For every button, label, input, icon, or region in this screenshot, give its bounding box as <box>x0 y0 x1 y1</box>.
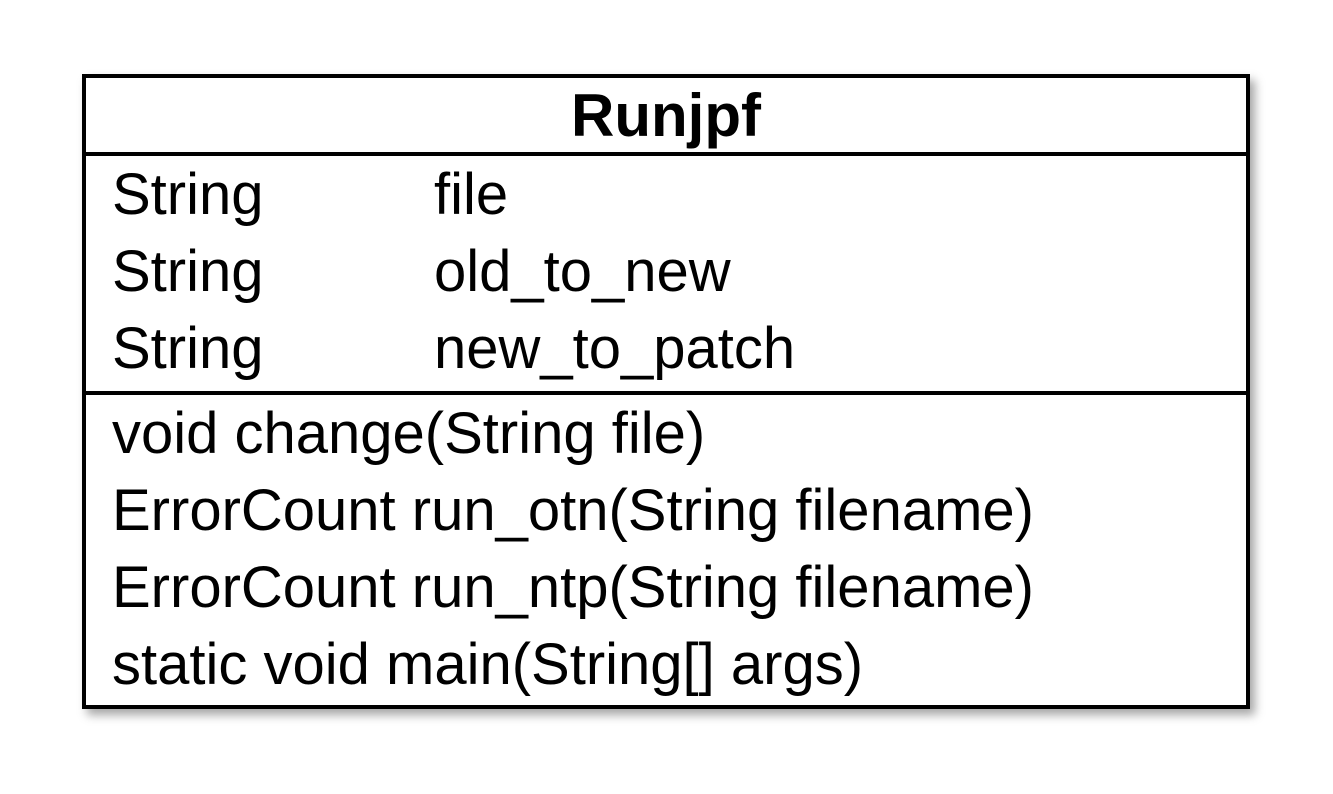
attribute-type: String <box>112 316 264 381</box>
attribute-name: new_to_patch <box>434 316 796 381</box>
attribute-name: old_to_new <box>434 239 731 304</box>
attribute-type: String <box>112 239 264 304</box>
operation-row: ErrorCount run_ntp(String filename) <box>112 555 1034 620</box>
attribute-row: String new_to_patch <box>86 310 1246 387</box>
attributes-compartment: String file String old_to_new String new… <box>86 156 1246 395</box>
attribute-name: file <box>434 162 509 227</box>
class-name: Runjpf <box>86 78 1246 156</box>
operations-compartment: void change(String file) ErrorCount run_… <box>86 395 1246 705</box>
operation-row: void change(String file) <box>112 401 706 466</box>
operation-row: static void main(String[] args) <box>112 632 864 697</box>
operation-row: ErrorCount run_otn(String filename) <box>112 478 1034 543</box>
uml-class-box: Runjpf String file String old_to_new Str… <box>82 74 1250 709</box>
attribute-row: String file <box>86 156 1246 233</box>
attribute-type: String <box>112 162 264 227</box>
attribute-row: String old_to_new <box>86 233 1246 310</box>
